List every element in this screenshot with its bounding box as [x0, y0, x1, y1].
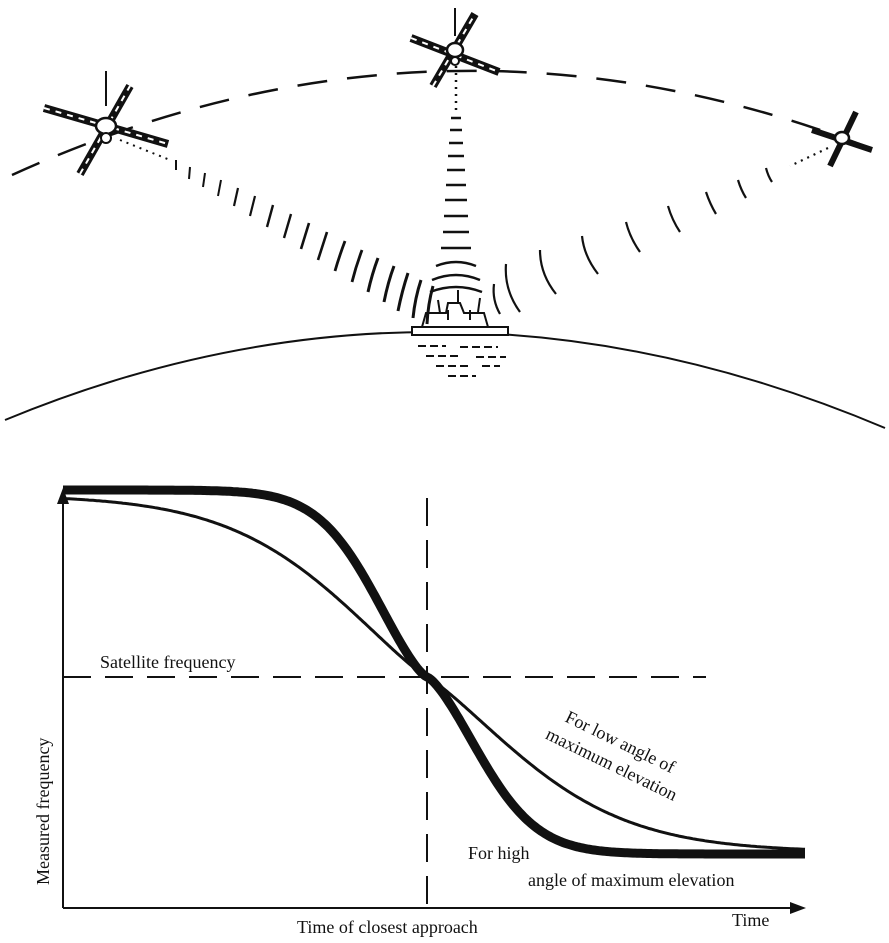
- series-line-low-angle: [62, 497, 806, 851]
- series-label-high-angle-line1: For high: [468, 843, 530, 863]
- closest-approach-label: Time of closest approach: [297, 917, 478, 937]
- satellite-left-icon: [42, 71, 170, 176]
- y-axis-label: Measured frequency: [33, 738, 53, 885]
- signal-left: [119, 139, 435, 325]
- series-label-high-angle-line2: angle of maximum elevation: [528, 870, 734, 890]
- satellite-orbit: [11, 69, 876, 177]
- doppler-chart: Satellite frequency Time Time of closest…: [33, 485, 806, 937]
- signal-overhead: [429, 66, 483, 294]
- satellite-frequency-label: Satellite frequency: [100, 652, 235, 672]
- satellite-right-icon: [811, 110, 873, 168]
- signal-right: [492, 147, 829, 315]
- x-axis-arrow: [790, 902, 806, 914]
- series-line-high-angle: [63, 485, 805, 859]
- ship-icon: [411, 290, 509, 377]
- illustration: [4, 8, 886, 429]
- satellite-overhead-icon: [409, 8, 501, 89]
- x-axis-label: Time: [732, 910, 769, 930]
